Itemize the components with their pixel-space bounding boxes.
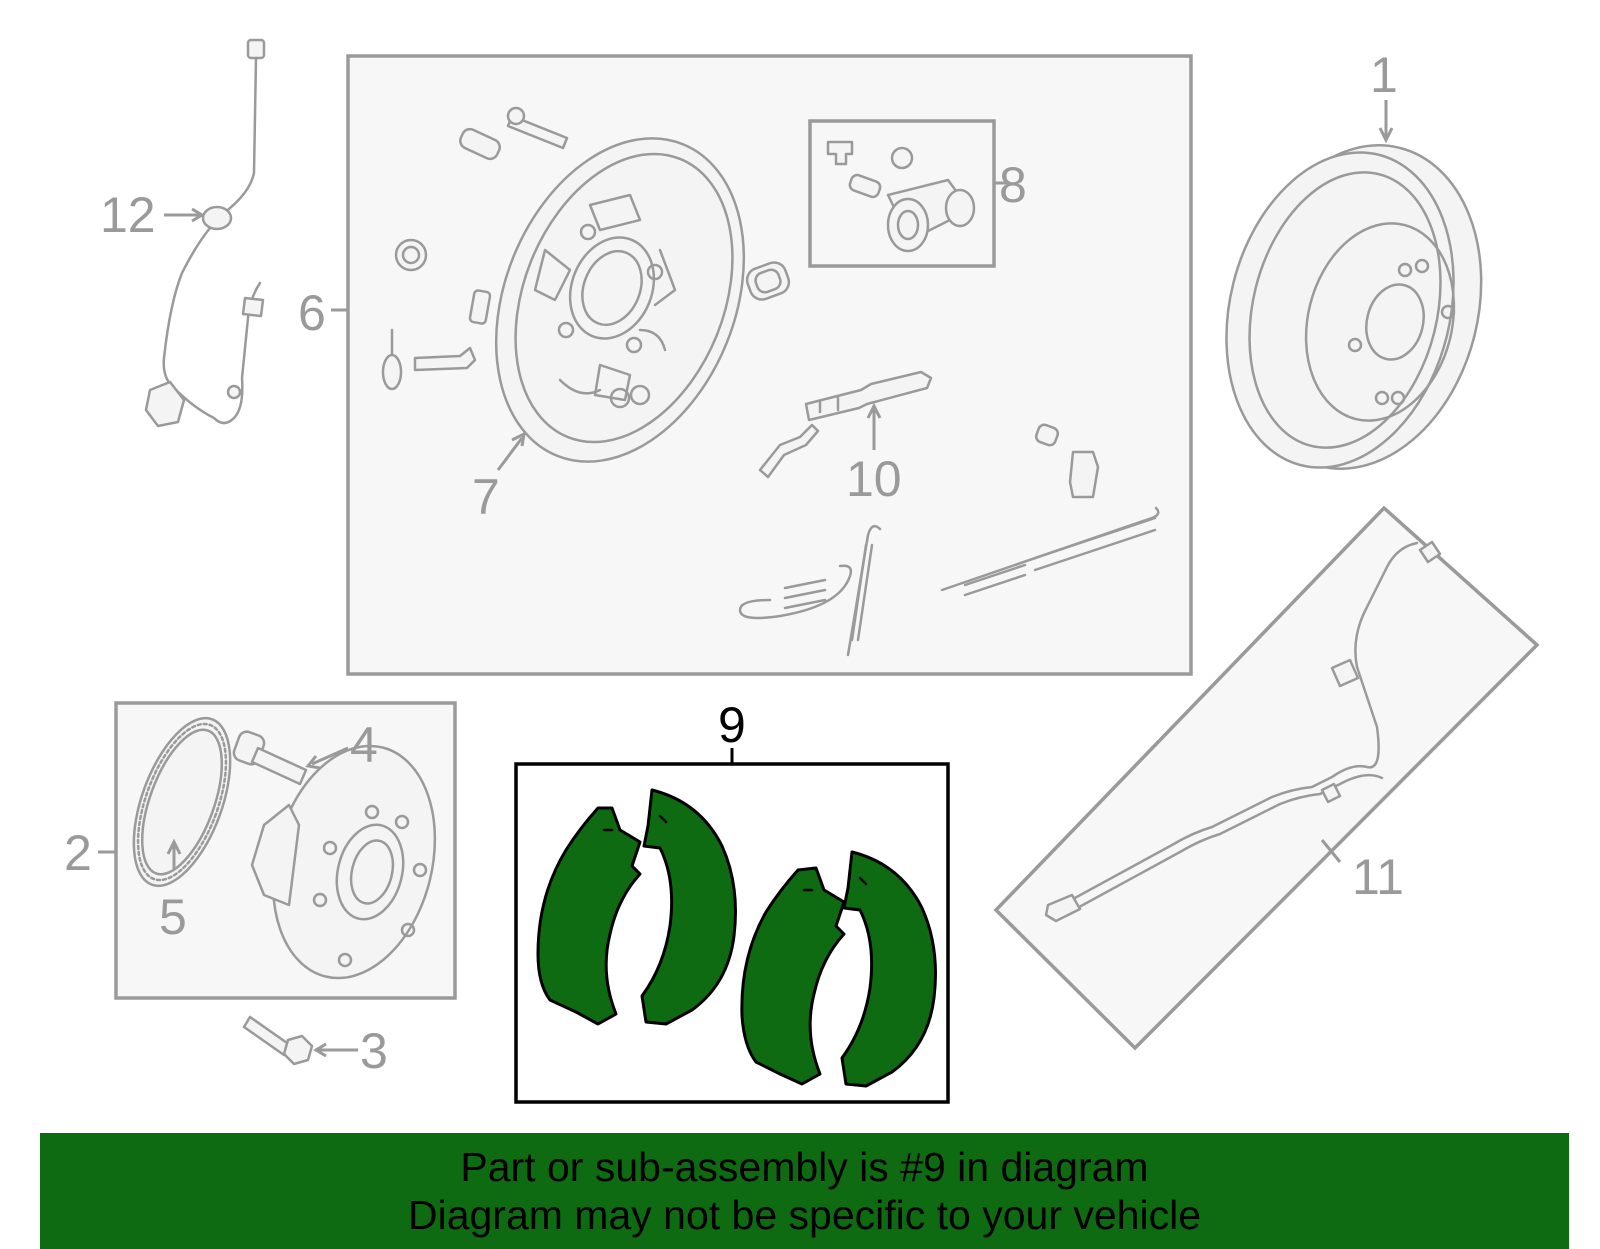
callout-12: 12	[100, 187, 156, 243]
hub-bearing-2[interactable]	[250, 729, 458, 996]
abs-sensor-12[interactable]	[144, 38, 266, 428]
brake-hose-11[interactable]	[1044, 540, 1442, 923]
tone-ring-5[interactable]	[114, 706, 249, 899]
brake-shoe-set-9[interactable]	[536, 788, 937, 1088]
banner-line-2: Diagram may not be specific to your vehi…	[407, 1192, 1201, 1238]
callout-1: 1	[1370, 47, 1398, 103]
callout-6: 6	[298, 285, 326, 341]
callout-9: 9	[718, 697, 746, 753]
banner-line-1: Part or sub-assembly is #9 in diagram	[460, 1144, 1149, 1190]
wheel-cylinder-8[interactable]	[826, 140, 976, 253]
assembly-box-11	[993, 505, 1540, 1051]
adjuster-10[interactable]	[758, 370, 933, 479]
return-springs	[738, 423, 1160, 657]
brake-drum-1[interactable]	[1195, 119, 1515, 494]
callout-8: 8	[999, 157, 1027, 213]
hub-bolt-4[interactable]	[232, 729, 308, 786]
callout-4: 4	[350, 717, 378, 773]
leader-lines	[98, 100, 1394, 1058]
callout-11: 11	[1352, 849, 1404, 905]
callout-7: 7	[472, 469, 500, 525]
backing-plate-hardware	[381, 106, 791, 391]
callout-2: 2	[64, 825, 92, 881]
callout-10: 10	[846, 451, 902, 507]
callout-5: 5	[159, 889, 187, 945]
callout-labels: 1 2 3 4 5 6 7 8 9 10 11 12	[64, 47, 1404, 1079]
info-banner: Part or sub-assembly is #9 in diagram Di…	[40, 1133, 1569, 1249]
hub-mounting-bolt-3[interactable]	[242, 1015, 314, 1066]
backing-plate-7[interactable]	[450, 101, 789, 499]
callout-3: 3	[360, 1023, 388, 1079]
